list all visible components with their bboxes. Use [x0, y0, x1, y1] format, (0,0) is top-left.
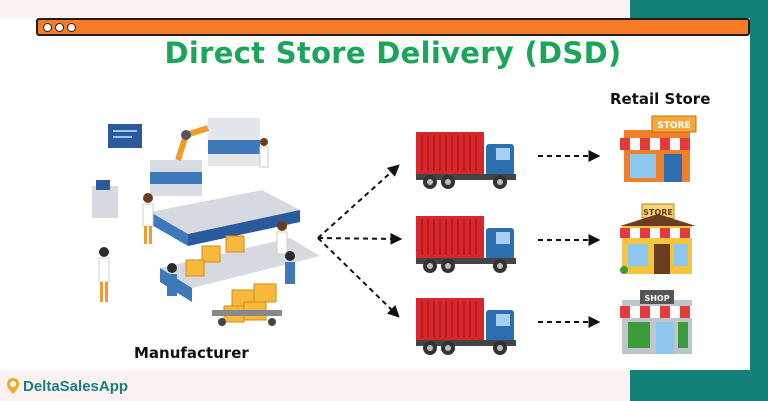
store-icon: STORE — [620, 203, 696, 274]
retail-store-label: Retail Store — [610, 90, 711, 108]
truck-icon — [415, 297, 517, 356]
window-dot-2 — [55, 23, 64, 32]
factory-illustration — [92, 118, 320, 326]
footer-band — [0, 370, 630, 401]
arrow-icon — [317, 232, 403, 245]
diagram-title: Direct Store Delivery (DSD) — [164, 36, 622, 70]
manufacturer-label: Manufacturer — [134, 344, 249, 362]
window-dot-1 — [43, 23, 52, 32]
truck-icon — [415, 215, 517, 274]
store-icon: SHOP — [620, 290, 694, 354]
distribution-arrows — [317, 164, 403, 318]
window-titlebar — [36, 18, 750, 36]
store-icon: STORE — [620, 115, 697, 182]
window-dot-3 — [67, 23, 76, 32]
brand-logo: DeltaSalesApp — [6, 377, 128, 395]
location-pin-icon — [7, 378, 19, 394]
arrow-icon — [317, 237, 400, 318]
top-background-band — [0, 0, 630, 18]
truck-icon — [415, 131, 517, 190]
brand-name: DeltaSalesApp — [23, 377, 129, 395]
store-sign-text: STORE — [643, 208, 673, 217]
store-sign-text: SHOP — [644, 294, 669, 303]
arrow-icon — [317, 164, 400, 239]
store-sign-text: STORE — [657, 121, 690, 131]
